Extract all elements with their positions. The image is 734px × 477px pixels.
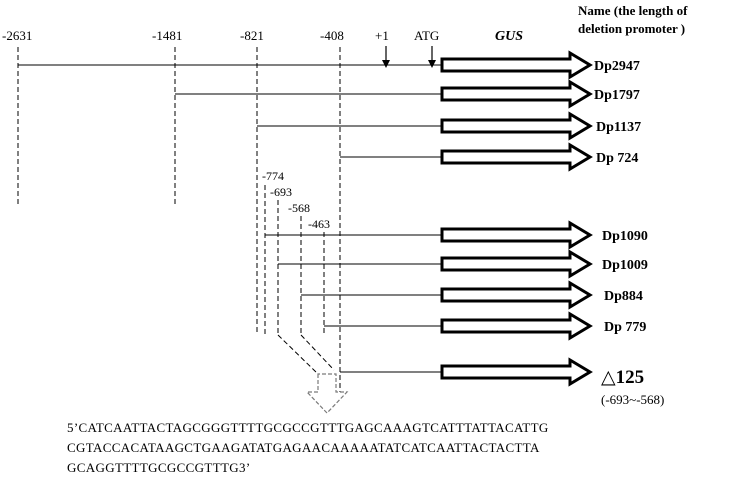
gus-label: GUS <box>495 29 523 44</box>
gus-arrow-dp1137 <box>440 111 593 141</box>
position-label-693: -693 <box>270 185 292 199</box>
construct-name-dp1090: Dp1090 <box>602 229 648 244</box>
position-label-408: -408 <box>320 28 344 43</box>
position-label-plus1: +1 <box>375 28 389 43</box>
position-label-774: -774 <box>262 169 284 183</box>
header-line-2: deletion promoter ) <box>578 21 685 36</box>
gus-arrow-delta125 <box>440 357 593 387</box>
gus-arrow-dp1090 <box>440 220 593 250</box>
construct-name-dp2947: Dp2947 <box>594 59 640 74</box>
atg-arrowhead-icon <box>428 60 436 68</box>
position-label-568: -568 <box>288 201 310 215</box>
header-line-1: Name (the length of <box>578 3 688 18</box>
sequence-line-3: GCAGGTTTTGCGCCGTTTG3’ <box>67 460 251 475</box>
position-label-1481: -1481 <box>152 28 182 43</box>
deletion-label: △125 <box>601 367 644 388</box>
gus-arrow-dp884 <box>440 280 593 310</box>
funnel-right-edge <box>300 334 335 371</box>
gus-arrow-dp779 <box>440 311 593 341</box>
construct-name-dp724: Dp 724 <box>596 151 638 166</box>
plus1-arrowhead-icon <box>382 60 390 68</box>
construct-name-dp779: Dp 779 <box>604 320 646 335</box>
funnel-left-edge <box>277 334 319 375</box>
position-label-463: -463 <box>308 217 330 231</box>
construct-name-dp1009: Dp1009 <box>602 258 648 273</box>
deletion-range: (-693~-568) <box>601 392 664 407</box>
construct-name-dp1797: Dp1797 <box>594 88 640 103</box>
deletion-down-arrow-icon <box>305 373 349 414</box>
gus-arrow-dp724 <box>440 142 593 172</box>
sequence-line-1: 5’CATCAATTACTAGCGGGTTTTGCGCCGTTTGAGCAAAG… <box>67 420 549 435</box>
position-label-821: -821 <box>240 28 264 43</box>
gus-arrow-dp2947 <box>440 50 593 80</box>
construct-name-dp1137: Dp1137 <box>596 120 641 135</box>
gus-arrow-dp1009 <box>440 249 593 279</box>
position-label-atg: ATG <box>414 28 439 43</box>
construct-name-dp884: Dp884 <box>604 289 643 304</box>
sequence-line-2: CGTACCACATAAGCTGAAGATATGAGAACAAAAATATCAT… <box>67 440 540 455</box>
position-label-2631: -2631 <box>2 28 32 43</box>
gus-arrow-dp1797 <box>440 79 593 109</box>
